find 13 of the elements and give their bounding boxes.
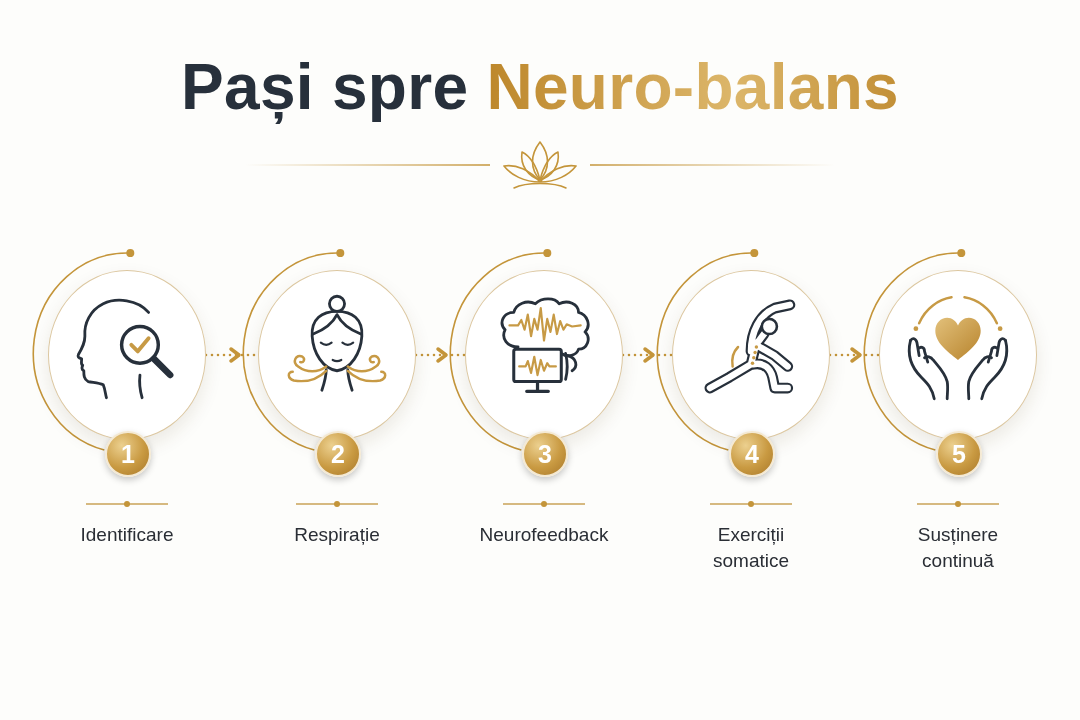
step-label: Exerciții somatice — [712, 523, 790, 573]
dotted-arrow — [414, 347, 467, 363]
step-number-badge: 2 — [315, 431, 361, 477]
step-label: Neurofeedback — [479, 523, 609, 547]
step-number-badge: 5 — [936, 431, 982, 477]
step-label: Susținere continuă — [916, 523, 1000, 573]
step-label: Respirație — [294, 523, 380, 547]
step-number-badge: 3 — [522, 431, 568, 477]
dotted-arrow — [828, 347, 881, 363]
step-number-badge: 1 — [105, 431, 151, 477]
step-label: Identificare — [80, 523, 174, 547]
dotted-arrow — [621, 347, 674, 363]
step-number-badge: 4 — [729, 431, 775, 477]
